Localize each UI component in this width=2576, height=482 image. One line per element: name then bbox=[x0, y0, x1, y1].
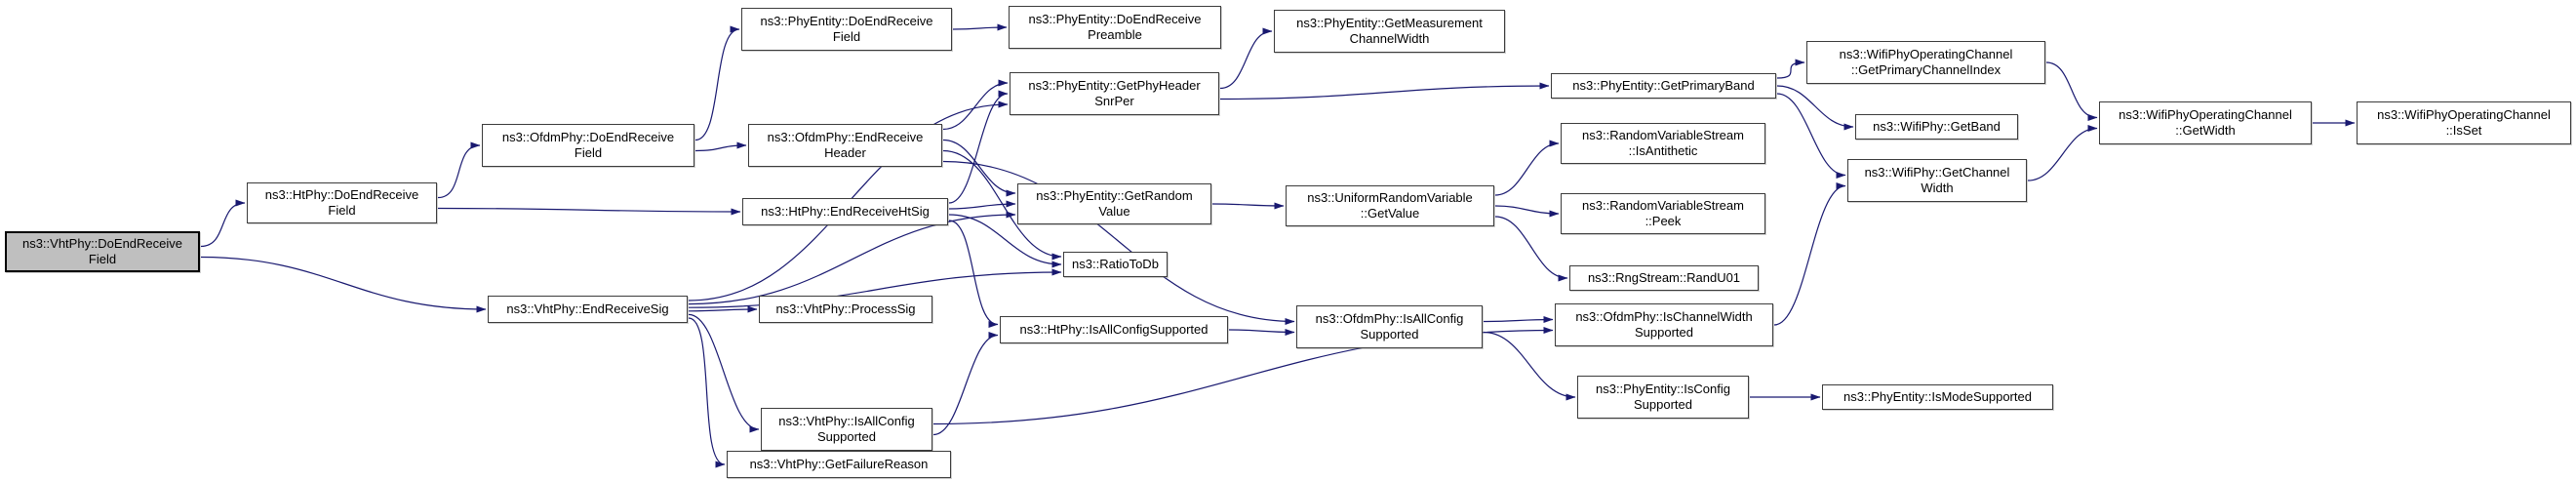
edge-vht-end-sig-to-vht-isall bbox=[688, 313, 760, 433]
edge-phy-do-end-to-phy-preamble bbox=[952, 23, 1008, 31]
node-vht-isall[interactable]: ns3::VhtPhy::IsAllConfig Supported bbox=[761, 408, 932, 451]
node-urv-getvalue[interactable]: ns3::UniformRandomVariable ::GetValue bbox=[1286, 185, 1494, 226]
edge-vht-end-sig-to-phy-rand bbox=[688, 211, 1016, 305]
node-vht-process-sig[interactable]: ns3::VhtPhy::ProcessSig bbox=[759, 296, 932, 323]
node-ofdm-do-end[interactable]: ns3::OfdmPhy::DoEndReceive Field bbox=[482, 124, 694, 167]
edge-phy-rand-to-urv-getvalue bbox=[1211, 202, 1285, 210]
edge-vht-end-sig-to-vht-fail bbox=[688, 317, 726, 468]
edge-ofdm-do-end-to-phy-do-end bbox=[694, 25, 740, 141]
node-ht-do-end[interactable]: ns3::HtPhy::DoEndReceive Field bbox=[247, 182, 437, 223]
edge-ht-isall-to-ofdm-isall bbox=[1228, 328, 1295, 336]
edge-ofdm-end-hdr-to-phy-snrper bbox=[942, 79, 1009, 131]
edge-vht-do-end-to-vht-end-sig bbox=[200, 256, 487, 313]
node-ofdm-end-hdr[interactable]: ns3::OfdmPhy::EndReceive Header bbox=[748, 124, 942, 167]
edge-ht-do-end-to-ofdm-do-end bbox=[437, 141, 481, 199]
node-vht-fail[interactable]: ns3::VhtPhy::GetFailureReason bbox=[727, 451, 951, 478]
node-phy-do-end[interactable]: ns3::PhyEntity::DoEndReceive Field bbox=[741, 8, 952, 51]
edge-phy-primband-to-wp-chwidth bbox=[1776, 93, 1846, 179]
edge-ofdm-end-hdr-to-ratio-db bbox=[942, 149, 1062, 261]
node-wpoc-primidx[interactable]: ns3::WifiPhyOperatingChannel ::GetPrimar… bbox=[1806, 41, 2045, 84]
node-ht-end-htsig[interactable]: ns3::HtPhy::EndReceiveHtSig bbox=[742, 198, 948, 225]
node-wpoc-getwidth[interactable]: ns3::WifiPhyOperatingChannel ::GetWidth bbox=[2099, 101, 2312, 144]
node-phy-meas-width[interactable]: ns3::PhyEntity::GetMeasurement ChannelWi… bbox=[1274, 10, 1505, 53]
edge-phy-primband-to-wpoc-primidx bbox=[1776, 59, 1805, 79]
node-ratio-db[interactable]: ns3::RatioToDb bbox=[1063, 252, 1168, 277]
node-phy-isconf[interactable]: ns3::PhyEntity::IsConfig Supported bbox=[1577, 376, 1749, 419]
edge-ofdm-do-end-to-ofdm-end-hdr bbox=[694, 141, 747, 152]
edge-ht-end-htsig-to-ht-isall bbox=[948, 220, 999, 328]
edge-ofdm-end-hdr-to-phy-rand bbox=[942, 139, 1016, 197]
edge-ofdm-isall-to-ofdm-ischwidth bbox=[1483, 316, 1554, 324]
edge-ht-end-htsig-to-phy-snrper bbox=[948, 90, 1009, 204]
edge-phy-snrper-to-phy-primband bbox=[1219, 82, 1550, 100]
node-wpoc-isset[interactable]: ns3::WifiPhyOperatingChannel ::IsSet bbox=[2357, 101, 2571, 144]
node-phy-preamble[interactable]: ns3::PhyEntity::DoEndReceive Preamble bbox=[1009, 6, 1221, 49]
edge-urv-getvalue-to-rng-randu01 bbox=[1494, 216, 1568, 282]
edge-ofdm-end-hdr-to-ofdm-isall bbox=[942, 160, 1295, 325]
edge-vht-isall-to-ht-isall bbox=[932, 332, 999, 436]
node-phy-primband[interactable]: ns3::PhyEntity::GetPrimaryBand bbox=[1551, 73, 1776, 99]
edge-vht-end-sig-to-vht-process-sig bbox=[688, 305, 758, 313]
node-rng-randu01[interactable]: ns3::RngStream::RandU01 bbox=[1569, 265, 1759, 291]
node-rvs-anti[interactable]: ns3::RandomVariableStream ::IsAntithetic bbox=[1561, 123, 1765, 164]
edge-ofdm-ischwidth-to-wp-chwidth bbox=[1773, 182, 1846, 326]
node-wp-chwidth[interactable]: ns3::WifiPhy::GetChannel Width bbox=[1847, 159, 2027, 202]
edge-wp-chwidth-to-wpoc-getwidth bbox=[2027, 125, 2098, 181]
node-wp-getband[interactable]: ns3::WifiPhy::GetBand bbox=[1855, 114, 2018, 140]
node-ofdm-ischwidth[interactable]: ns3::OfdmPhy::IsChannelWidth Supported bbox=[1555, 303, 1773, 346]
edge-phy-primband-to-wp-getband bbox=[1776, 85, 1854, 131]
edge-wpoc-primidx-to-wpoc-getwidth bbox=[2045, 61, 2098, 121]
node-phy-rand[interactable]: ns3::PhyEntity::GetRandom Value bbox=[1017, 183, 1211, 224]
node-ofdm-isall[interactable]: ns3::OfdmPhy::IsAllConfig Supported bbox=[1296, 305, 1483, 348]
node-rvs-peek[interactable]: ns3::RandomVariableStream ::Peek bbox=[1561, 193, 1765, 234]
node-vht-end-sig[interactable]: ns3::VhtPhy::EndReceiveSig bbox=[488, 296, 688, 323]
node-vht-do-end: ns3::VhtPhy::DoEndReceive Field bbox=[5, 231, 200, 272]
edge-urv-getvalue-to-rvs-peek bbox=[1494, 205, 1560, 218]
edge-phy-snrper-to-phy-meas-width bbox=[1219, 27, 1273, 90]
edge-ofdm-isall-to-phy-isconf bbox=[1483, 331, 1576, 401]
edge-ht-end-htsig-to-phy-rand bbox=[948, 200, 1016, 210]
edge-ht-do-end-to-ht-end-htsig bbox=[437, 207, 741, 216]
node-ht-isall[interactable]: ns3::HtPhy::IsAllConfigSupported bbox=[1000, 316, 1228, 343]
edge-vht-do-end-to-ht-do-end bbox=[200, 199, 246, 248]
node-phy-snrper[interactable]: ns3::PhyEntity::GetPhyHeader SnrPer bbox=[1010, 72, 1219, 115]
edge-urv-getvalue-to-rvs-anti bbox=[1494, 140, 1560, 196]
edge-vht-end-sig-to-ratio-db bbox=[688, 268, 1062, 308]
edge-ht-end-htsig-to-ratio-db bbox=[948, 214, 1062, 268]
node-phy-ismode[interactable]: ns3::PhyEntity::IsModeSupported bbox=[1822, 384, 2053, 410]
